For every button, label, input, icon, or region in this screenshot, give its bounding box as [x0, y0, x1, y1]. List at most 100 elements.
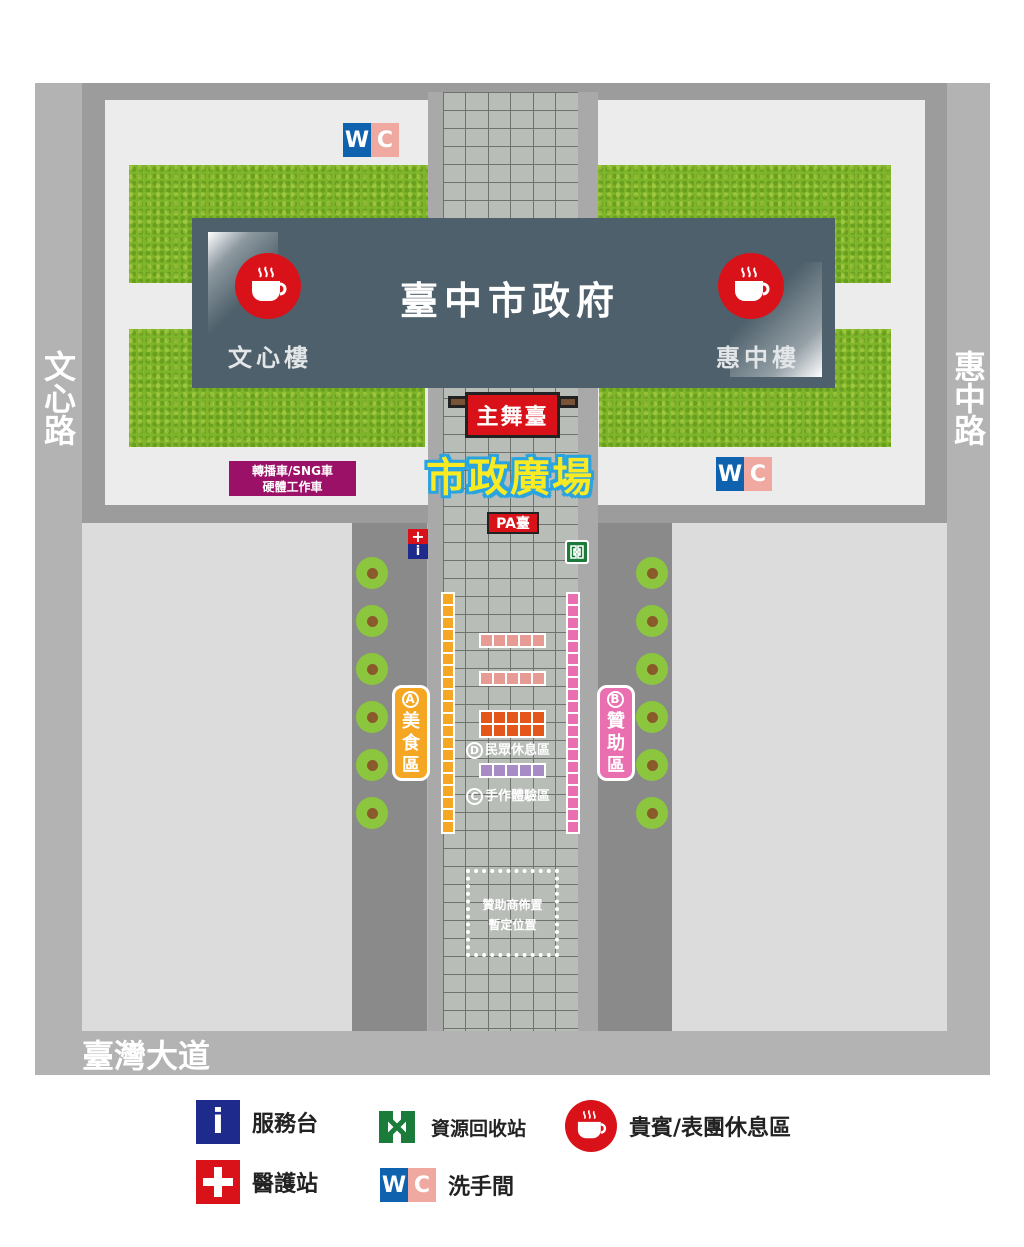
stall-cell: [481, 673, 492, 684]
stall-cell: [520, 673, 531, 684]
coffee-cup-icon-glyph: [252, 266, 287, 301]
tree-icon: [356, 605, 388, 637]
stall-cell: [494, 673, 505, 684]
recycle-icon[interactable]: [565, 540, 589, 564]
tree-icon: [636, 653, 668, 685]
food-stall-row[interactable]: [441, 592, 455, 834]
info-icon: i: [408, 544, 428, 559]
zone-b-callout[interactable]: B 贊 助 區: [597, 685, 635, 781]
stall-cell: [507, 765, 518, 776]
coffee-cup-icon-glyph: [735, 266, 770, 301]
stall-cell: [533, 725, 544, 736]
stall-cell: [568, 726, 578, 736]
stall-cell: [481, 635, 492, 646]
stall-cell: [443, 726, 453, 736]
sponsor-stall-row[interactable]: [566, 592, 580, 834]
rest-area-stalls[interactable]: [479, 710, 546, 738]
zone-c-text: 手作體驗區: [485, 789, 551, 804]
sponsor-tentative-area[interactable]: 贊助商佈置 暫定位置: [466, 869, 559, 957]
wc-c: C: [371, 123, 399, 157]
stall-cell: [568, 714, 578, 724]
info-icon: i: [196, 1100, 240, 1144]
tree-icon: [636, 797, 668, 829]
legend-label: 服務台: [252, 1112, 319, 1137]
building-label-huizhong: 惠中樓: [716, 344, 800, 372]
legend-label: 資源回收站: [431, 1117, 527, 1140]
stall-cell: [443, 642, 453, 652]
stall-cell: [443, 786, 453, 796]
stall-cell: [443, 594, 453, 604]
zone-a-callout[interactable]: A 美 食 區: [392, 685, 430, 781]
stall-cell: [443, 666, 453, 676]
zone-b-char: 助: [607, 733, 625, 754]
pa-stage[interactable]: PA臺: [487, 512, 539, 534]
stall-cell: [568, 810, 578, 820]
stall-row-pink-2[interactable]: [479, 671, 546, 686]
coffee-cup-icon[interactable]: [718, 253, 784, 319]
stall-cell: [443, 630, 453, 640]
stall-cell: [568, 750, 578, 760]
first-aid-icon: +: [408, 529, 428, 545]
stage-wing-right: [558, 396, 578, 408]
tree-icon: [636, 749, 668, 781]
stall-cell: [568, 786, 578, 796]
recycle-icon: [375, 1105, 419, 1149]
info-medical-marker[interactable]: + i: [408, 529, 428, 559]
zone-a-letter: A: [401, 691, 419, 708]
stall-cell: [533, 673, 544, 684]
stall-cell: [568, 594, 578, 604]
wc-w: W: [716, 457, 744, 491]
stall-cell: [533, 765, 544, 776]
stall-cell: [568, 678, 578, 688]
stall-cell: [568, 642, 578, 652]
road-label-wenxin-text: 文心路: [39, 350, 77, 446]
stall-cell: [481, 712, 492, 723]
stall-cell: [568, 630, 578, 640]
stall-cell: [443, 606, 453, 616]
stall-cell: [494, 635, 505, 646]
zone-c-letter: C: [466, 788, 483, 805]
stall-cell: [443, 618, 453, 628]
legend-label: 醫護站: [252, 1172, 319, 1197]
stall-cell: [481, 765, 492, 776]
tree-icon: [356, 701, 388, 733]
wc-c: C: [744, 457, 772, 491]
stall-cell: [507, 712, 518, 723]
stall-cell: [568, 762, 578, 772]
zone-d-letter: D: [466, 742, 483, 759]
broadcast-vehicle-line2: 硬體工作車: [262, 480, 323, 494]
recycle-icon-glyph: [570, 545, 584, 559]
tree-icon: [356, 797, 388, 829]
coffee-cup-icon[interactable]: [235, 253, 301, 319]
stall-cell: [443, 702, 453, 712]
stall-cell: [568, 798, 578, 808]
craft-area-stalls[interactable]: [479, 763, 546, 778]
zone-b-char: 贊: [607, 711, 625, 732]
block-left: [82, 523, 352, 1031]
broadcast-vehicle-line1: 轉播車/SNG車: [252, 464, 333, 478]
road-label-taiwan-blvd: 臺灣大道: [82, 1037, 211, 1075]
tree-icon: [636, 605, 668, 637]
stall-cell: [520, 712, 531, 723]
stall-cell: [568, 666, 578, 676]
stall-cell: [443, 690, 453, 700]
city-hall-title: 臺中市政府: [399, 279, 620, 323]
stall-cell: [443, 714, 453, 724]
broadcast-vehicle-area[interactable]: 轉播車/SNG車 硬體工作車: [229, 461, 356, 496]
main-stage[interactable]: 主舞臺: [465, 392, 560, 438]
legend-recycle: 資源回收站: [375, 1105, 526, 1149]
stall-cell: [443, 822, 453, 832]
stall-cell: [568, 690, 578, 700]
road-label-huizhong: 惠中路: [948, 350, 988, 453]
legend-medical: 醫護站: [196, 1160, 318, 1204]
stall-row-pink-1[interactable]: [479, 633, 546, 648]
road-label-wenxin: 文心路: [38, 350, 78, 453]
building-label-wenxin: 文心樓: [228, 344, 312, 372]
coffee-cup-icon: [565, 1100, 617, 1152]
